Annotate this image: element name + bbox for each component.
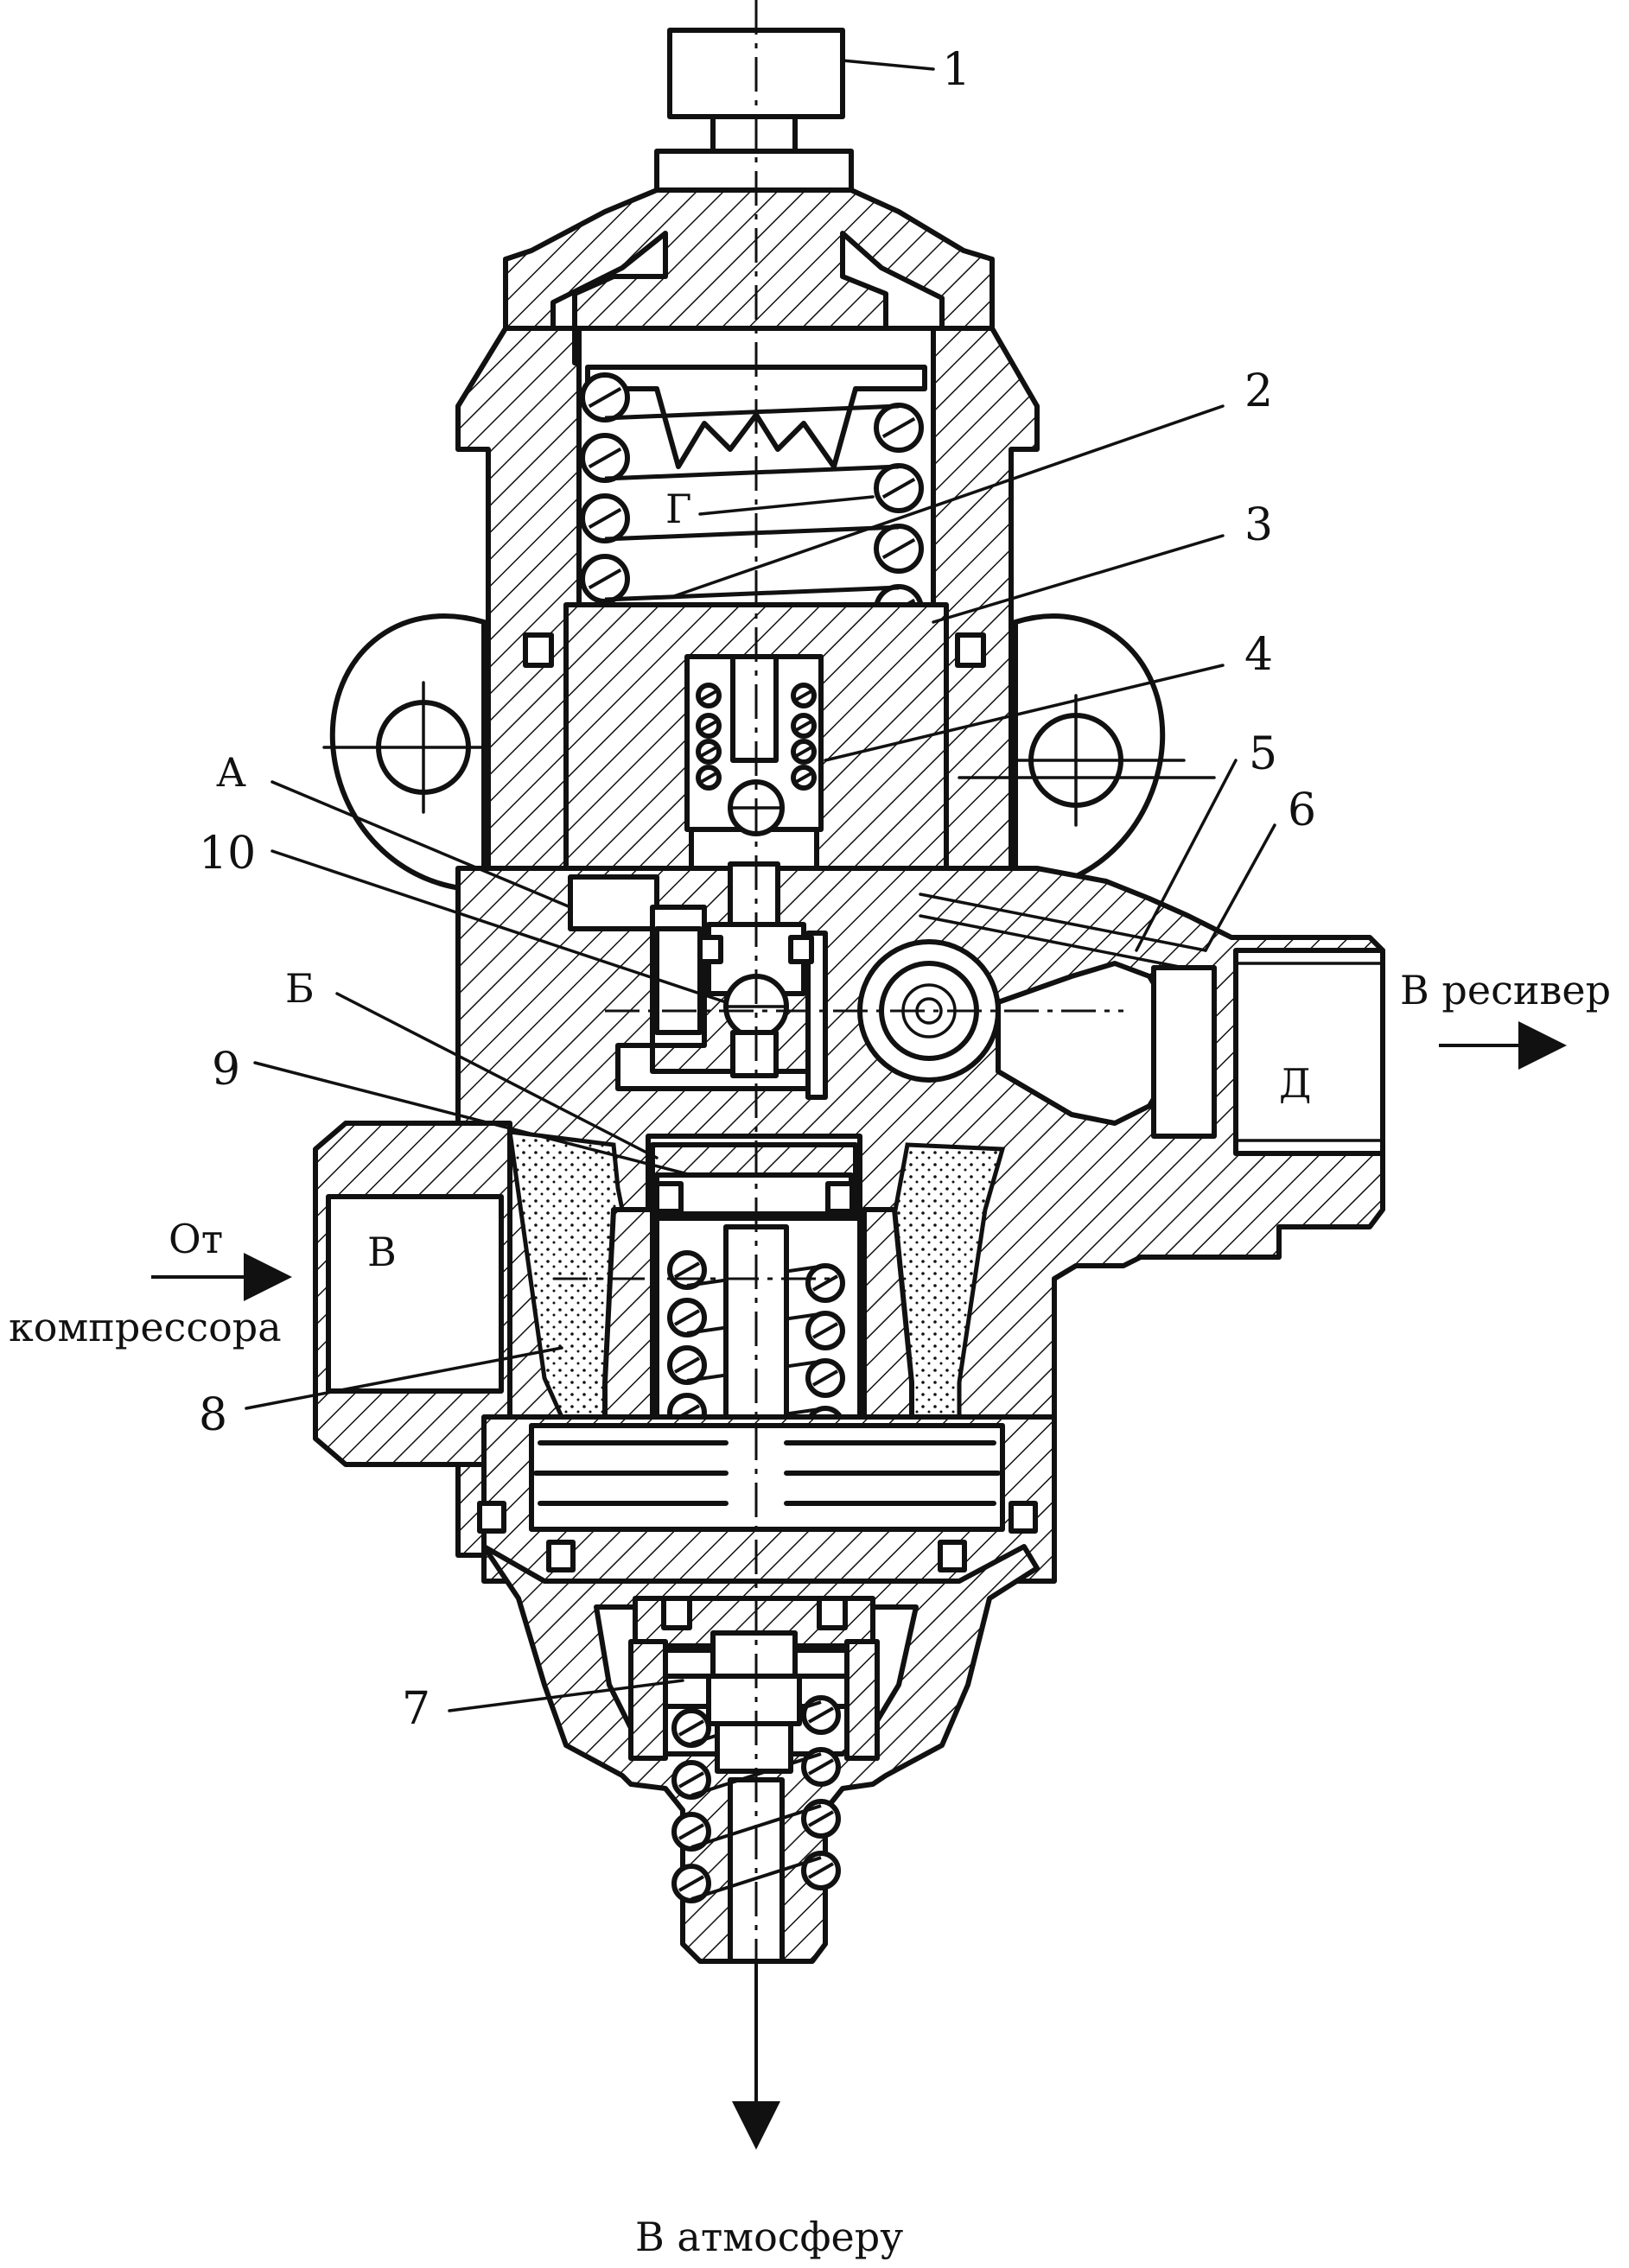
exhaust-valve — [628, 1596, 880, 1761]
label-7: 7 — [402, 1683, 430, 1735]
receiver-check-valve — [857, 939, 1217, 1139]
outlet-fitting — [1233, 948, 1385, 1156]
exhaust-spring — [671, 1695, 841, 1903]
label-9: 9 — [212, 1044, 240, 1096]
inlet-fitting — [313, 1121, 512, 1467]
label-v: В — [367, 1229, 397, 1275]
label-8: 8 — [199, 1389, 227, 1441]
upper-spring-seat — [585, 365, 927, 469]
spring-wire — [604, 464, 900, 481]
label-1: 1 — [942, 44, 970, 96]
label-6: 6 — [1288, 785, 1316, 836]
leader-lines — [245, 59, 1276, 1712]
spring-wire — [604, 403, 900, 421]
label-3: 3 — [1244, 499, 1273, 551]
flow-from-compressor-2: компрессора — [9, 1304, 282, 1350]
mounting-ear-left — [322, 613, 487, 893]
label-5: 5 — [1249, 728, 1277, 780]
label-4: 4 — [1244, 629, 1273, 681]
channel-6 — [919, 893, 1207, 952]
exhaust-nut — [706, 1630, 802, 1774]
flow-to-receiver: В ресивер — [1400, 967, 1611, 1013]
diaphragm-plates — [481, 1414, 1057, 1584]
label-a: А — [216, 749, 246, 796]
o-rings — [477, 632, 1038, 1630]
unloader-piston — [646, 1134, 862, 1221]
label-2: 2 — [1244, 365, 1273, 417]
mounting-ear-right — [1013, 613, 1186, 893]
spring-wire — [690, 1856, 822, 1901]
label-g: Г — [665, 486, 691, 532]
label-10: 10 — [199, 828, 256, 880]
spring-wire — [604, 524, 900, 542]
label-b: Б — [285, 965, 315, 1012]
label-d: Д — [1279, 1060, 1311, 1107]
top-cover — [503, 187, 995, 340]
spring-wire — [604, 585, 900, 602]
valve-spring-small — [696, 683, 817, 791]
flow-from-compressor-1: От — [169, 1216, 223, 1262]
flow-to-atmosphere: В атмосферу — [635, 2214, 903, 2260]
